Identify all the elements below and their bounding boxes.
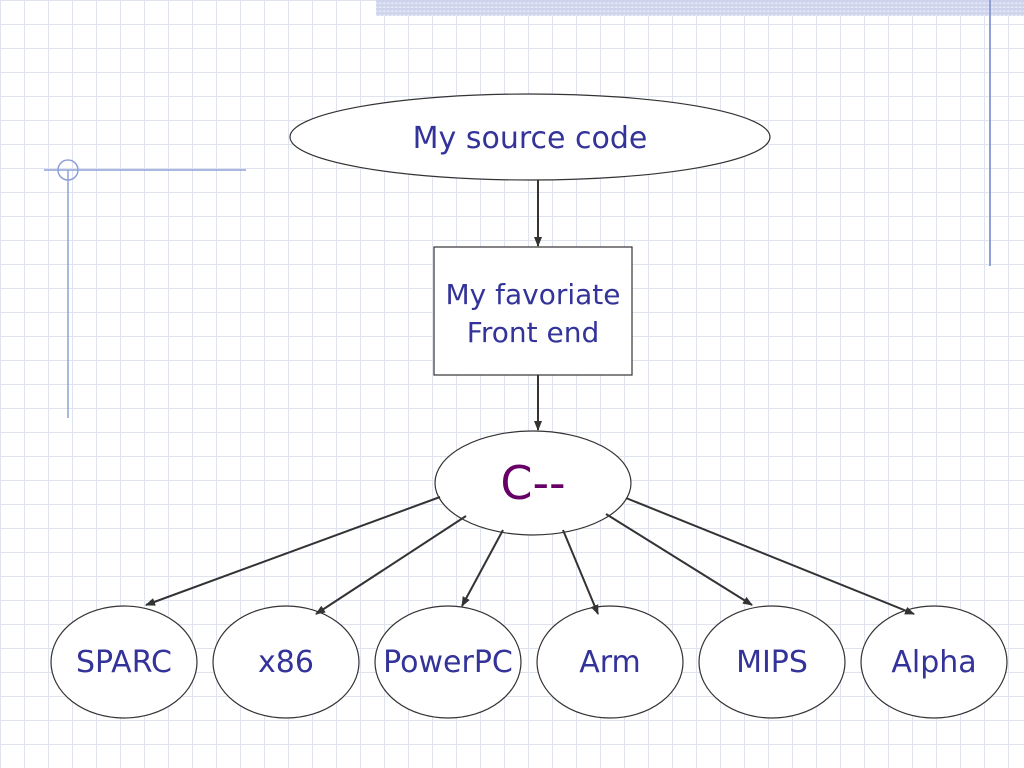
target-ellipse-mips [698, 605, 846, 719]
edge-core-to-sparc [145, 496, 441, 606]
target-ellipse-alpha [860, 605, 1008, 719]
edge-core-to-mips [605, 513, 753, 606]
target-label-alpha: Alpha [891, 644, 977, 680]
front-end-label: My favoriate Front end [434, 274, 632, 354]
target-label-powerpc: PowerPC [383, 644, 513, 680]
front-end-label-line1: My favoriate [445, 278, 621, 311]
edge-core-to-x86 [315, 515, 467, 615]
target-label-arm: Arm [579, 644, 641, 680]
edge-core-to-alpha [625, 497, 915, 615]
edge-core-to-arm [562, 529, 599, 615]
c-minus-minus-label: C-- [500, 456, 566, 510]
top-decorative-band [376, 0, 1024, 16]
source-code-label: My source code [412, 120, 648, 156]
c-minus-minus-ellipse [434, 430, 632, 536]
front-end-box [433, 246, 633, 376]
source-code-ellipse [289, 93, 771, 181]
target-ellipse-arm [536, 605, 684, 719]
front-end-label-line2: Front end [466, 316, 600, 349]
target-label-mips: MIPS [736, 644, 808, 680]
target-label-x86: x86 [258, 644, 314, 680]
edge-core-to-powerpc [461, 529, 504, 607]
target-ellipse-x86 [212, 605, 360, 719]
target-ellipse-sparc [50, 605, 198, 719]
corner-circle-ornament [57, 159, 79, 181]
target-label-sparc: SPARC [75, 644, 173, 680]
target-ellipse-powerpc [374, 605, 522, 719]
